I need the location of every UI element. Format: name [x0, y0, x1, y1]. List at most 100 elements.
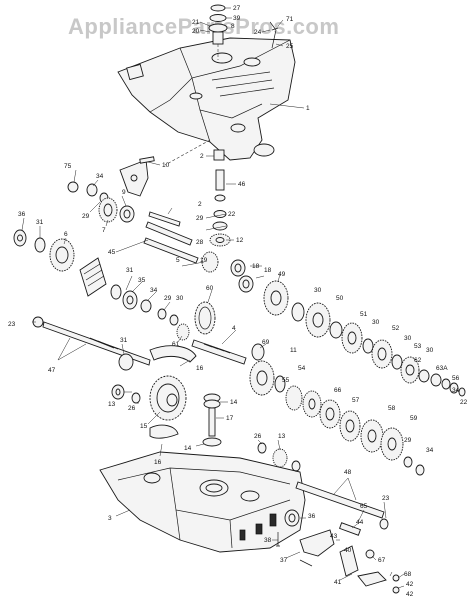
- washer-30c: [362, 338, 374, 354]
- callout-58: 58: [388, 405, 396, 412]
- gear-8: [49, 238, 75, 272]
- callout-36-left: 36: [18, 211, 26, 218]
- callout-22-right: 22: [460, 399, 468, 406]
- callout-63A: 63A: [436, 365, 448, 372]
- ring-gear-15: [149, 375, 187, 421]
- washers-13-26: [111, 384, 141, 404]
- gear-55: [285, 385, 303, 411]
- callout-39: 39: [233, 15, 241, 22]
- callout-66: 66: [334, 387, 342, 394]
- callout-28: 28: [196, 239, 204, 246]
- callout-43: 43: [330, 533, 338, 540]
- pin-17: [208, 407, 216, 437]
- callout-57: 57: [352, 397, 360, 404]
- callout-46: 46: [238, 181, 246, 188]
- gear-61: [176, 323, 190, 341]
- gear-59: [380, 427, 404, 461]
- callout-34-far-right: 34: [426, 447, 434, 454]
- leader-lines: [21, 7, 405, 589]
- callout-29-left: 29: [82, 213, 90, 220]
- callout-40: 40: [344, 547, 352, 554]
- washer-69: [251, 343, 265, 361]
- gear-31-shaft: [118, 353, 134, 371]
- callout-69: 69: [262, 339, 270, 346]
- callout-52: 52: [392, 325, 400, 332]
- callout-36-right: 36: [308, 513, 316, 520]
- callout-labels: 27 39 21 8 20 71 24 25 1 75 10 2 46 34 2…: [8, 5, 468, 598]
- part-14-bottom: [202, 437, 222, 447]
- callout-50: 50: [336, 295, 344, 302]
- callout-6: 6: [64, 231, 68, 238]
- callout-35: 35: [138, 277, 146, 284]
- washer-30a: [291, 302, 305, 322]
- callout-71: 71: [286, 16, 294, 23]
- callout-14-top: 14: [230, 399, 238, 406]
- callout-38: 38: [264, 537, 272, 544]
- washers-63A-56-34-22: [430, 373, 466, 397]
- callout-15: 15: [140, 423, 148, 430]
- watermark-text: AppliancePartsPros.com: [68, 14, 339, 39]
- callout-42-upper: 42: [406, 581, 414, 588]
- callout-26-left: 26: [128, 405, 136, 412]
- washers-29-70: [157, 308, 179, 326]
- callout-13-right: 13: [278, 433, 286, 440]
- callout-12: 12: [236, 237, 244, 244]
- callout-17: 17: [226, 415, 234, 422]
- callout-44: 44: [356, 519, 364, 526]
- callout-34-right: 34: [452, 387, 460, 394]
- callout-67: 67: [378, 557, 386, 564]
- callout-24: 24: [254, 29, 262, 36]
- part-14-top: [203, 393, 221, 409]
- callout-13-left: 13: [108, 401, 116, 408]
- callout-61: 61: [172, 341, 180, 348]
- gear-51: [341, 322, 363, 354]
- callout-18-a: 18: [252, 263, 260, 270]
- gear-11: [249, 360, 275, 396]
- callout-1: 1: [306, 105, 310, 112]
- gear-58: [360, 419, 384, 453]
- callout-34-mid: 34: [150, 287, 158, 294]
- callout-49: 49: [278, 271, 286, 278]
- gears-26-13-lower: [257, 442, 301, 472]
- shaft-6-45: [143, 211, 199, 264]
- callout-37: 37: [280, 557, 288, 564]
- gear-53: [400, 356, 420, 384]
- washer-30b: [329, 321, 343, 339]
- callout-68: 68: [404, 571, 412, 578]
- gear-49: [263, 280, 289, 316]
- callout-51: 51: [360, 311, 368, 318]
- callout-4: 4: [232, 325, 236, 332]
- gear-64: [302, 390, 322, 418]
- callout-31-low: 31: [120, 337, 128, 344]
- callout-41: 41: [334, 579, 342, 586]
- callout-16-bottom: 16: [154, 459, 162, 466]
- callout-54: 54: [298, 365, 306, 372]
- brake-band-16: [149, 345, 197, 363]
- callout-2-upper: 2: [200, 153, 204, 160]
- callout-34-left: 34: [96, 173, 104, 180]
- callout-75: 75: [64, 163, 72, 170]
- callout-9: 9: [122, 189, 126, 196]
- callout-27: 27: [233, 5, 241, 12]
- callout-55: 55: [282, 377, 290, 384]
- gear-57: [339, 410, 361, 442]
- gear-52: [371, 339, 393, 369]
- callout-56: 56: [452, 375, 460, 382]
- lower-housing: [99, 451, 306, 553]
- callout-26-right: 26: [254, 433, 262, 440]
- callout-31-left: 31: [36, 219, 44, 226]
- bearings-18: [230, 259, 254, 293]
- upper-housing: [117, 37, 296, 161]
- callout-16-top: 16: [196, 365, 204, 372]
- gear-66: [319, 399, 341, 429]
- washers-29-34-right: [403, 456, 425, 476]
- callout-7: 7: [102, 227, 106, 234]
- callout-45: 45: [108, 249, 116, 256]
- callout-18-b: 18: [264, 267, 272, 274]
- part-75: [67, 181, 79, 193]
- callout-60: 60: [206, 285, 214, 292]
- collar-9: [119, 205, 135, 223]
- callout-19: 19: [200, 257, 208, 264]
- callout-22-center: 22: [228, 211, 236, 218]
- gear-19: [201, 251, 219, 273]
